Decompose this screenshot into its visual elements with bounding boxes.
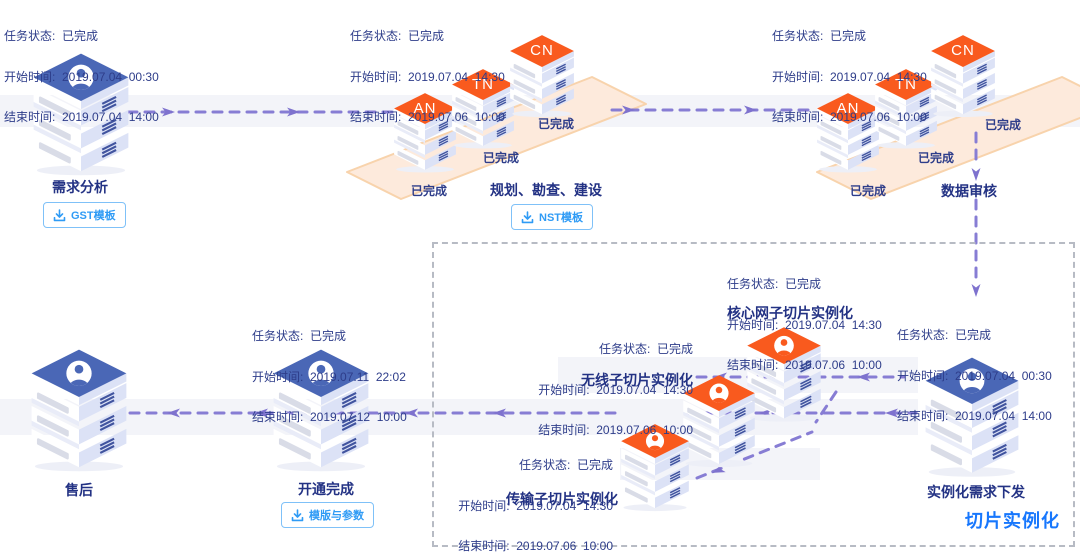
nst-template-button[interactable]: NST模板	[511, 204, 593, 230]
status-line: 开始时间: 2019.07.04 14:30	[350, 69, 505, 84]
server-audit-an: AN	[816, 92, 880, 173]
server-audit-cn: CN	[930, 34, 996, 118]
status-line: 结束时间: 2019.07.06 10:00	[772, 110, 927, 124]
status-line: 结束时间: 2019.07.06 10:00	[458, 539, 613, 552]
download-icon	[291, 509, 304, 522]
server-tag: CN	[530, 42, 554, 59]
server-tag: AN	[413, 100, 437, 117]
status-line: 任务状态: 已完成	[897, 328, 992, 342]
status-dispatch: 任务状态: 已完成 开始时间: 2019.07.04 00:30 结束时间: 2…	[897, 302, 1052, 451]
status-line: 开始时间: 2019.07.04 00:30	[897, 368, 1052, 383]
done-badge-audit-an: 已完成	[850, 184, 887, 198]
status-line: 开始时间: 2019.07.04 14:30	[727, 317, 882, 332]
server-tag: AN	[836, 100, 860, 117]
gst-template-button[interactable]: GST模板	[43, 202, 126, 228]
done-badge-planning-tn: 已完成	[483, 151, 520, 165]
status-planning: 任务状态: 已完成 开始时间: 2019.07.04 14:30 结束时间: 2…	[350, 3, 505, 152]
status-line: 任务状态: 已完成	[4, 29, 99, 43]
label-radio: 无线子切片实例化	[581, 372, 693, 388]
done-badge-audit-cn: 已完成	[985, 118, 1022, 132]
status-line: 结束时间: 2019.07.04 14:00	[897, 409, 1052, 423]
label-planning: 规划、勘查、建设	[490, 182, 602, 198]
server-aftersale	[30, 348, 128, 472]
label-requirement: 需求分析	[52, 179, 108, 195]
label-dispatch: 实例化需求下发	[927, 484, 1025, 500]
arrowhead	[971, 168, 981, 181]
status-line: 开始时间: 2019.07.04 00:30	[4, 69, 159, 84]
download-icon	[521, 211, 534, 224]
nst-template-label: NST模板	[539, 212, 583, 224]
status-line: 任务状态: 已完成	[518, 458, 613, 472]
server-audit-tn: TN	[874, 68, 938, 149]
status-line: 开始时间: 2019.07.04 14:30	[538, 382, 693, 397]
server-planning-an: AN	[393, 92, 457, 173]
status-core: 任务状态: 已完成 开始时间: 2019.07.04 14:30 结束时间: 2…	[727, 251, 882, 400]
status-radio: 任务状态: 已完成 开始时间: 2019.07.04 14:30 结束时间: 2…	[538, 316, 693, 465]
label-open: 开通完成	[298, 481, 354, 497]
slice-instantiation-title: 切片实例化	[965, 511, 1060, 531]
status-requirement: 任务状态: 已完成 开始时间: 2019.07.04 00:30 结束时间: 2…	[4, 3, 159, 152]
status-line: 任务状态: 已完成	[727, 277, 822, 291]
label-audit: 数据审核	[941, 183, 997, 199]
status-line: 开始时间: 2019.07.04 14:30	[458, 498, 613, 513]
status-line: 任务状态: 已完成	[252, 329, 347, 343]
status-line: 任务状态: 已完成	[350, 29, 445, 43]
label-core: 核心网子切片实例化	[727, 305, 853, 321]
status-line: 结束时间: 2019.07.06 10:00	[350, 110, 505, 124]
status-line: 结束时间: 2019.07.04 14:00	[4, 110, 159, 124]
status-line: 任务状态: 已完成	[772, 29, 867, 43]
status-line: 开始时间: 2019.07.04 14:30	[772, 69, 927, 84]
gst-template-label: GST模板	[71, 210, 116, 222]
user-icon	[32, 350, 127, 472]
server-tag: TN	[472, 76, 494, 93]
done-badge-planning-an: 已完成	[411, 184, 448, 198]
server-planning-cn: CN	[509, 34, 575, 118]
slice-instantiation-box	[432, 242, 1075, 547]
label-aftersale: 售后	[65, 482, 93, 498]
server-planning-tn: TN	[451, 68, 515, 149]
done-badge-audit-tn: 已完成	[918, 151, 955, 165]
status-open: 任务状态: 已完成 开始时间: 2019.07.11 22:02 结束时间: 2…	[252, 303, 407, 452]
status-line: 任务状态: 已完成	[598, 342, 693, 356]
label-transport: 传输子切片实例化	[506, 491, 618, 507]
template-params-label: 模版与参数	[309, 510, 364, 522]
status-audit: 任务状态: 已完成 开始时间: 2019.07.04 14:30 结束时间: 2…	[772, 3, 927, 152]
template-params-button[interactable]: 模版与参数	[281, 502, 374, 528]
status-transport: 任务状态: 已完成 开始时间: 2019.07.04 14:30 结束时间: 2…	[458, 432, 613, 552]
download-icon	[53, 209, 66, 222]
status-line: 结束时间: 2019.07.12 10:00	[252, 410, 407, 424]
done-badge-planning-cn: 已完成	[538, 117, 575, 131]
status-line: 开始时间: 2019.07.11 22:02	[252, 369, 406, 384]
status-line: 结束时间: 2019.07.06 10:00	[727, 358, 882, 372]
status-line: 结束时间: 2019.07.06 10:00	[538, 423, 693, 437]
server-tag: CN	[951, 42, 975, 59]
server-tag: TN	[895, 76, 917, 93]
